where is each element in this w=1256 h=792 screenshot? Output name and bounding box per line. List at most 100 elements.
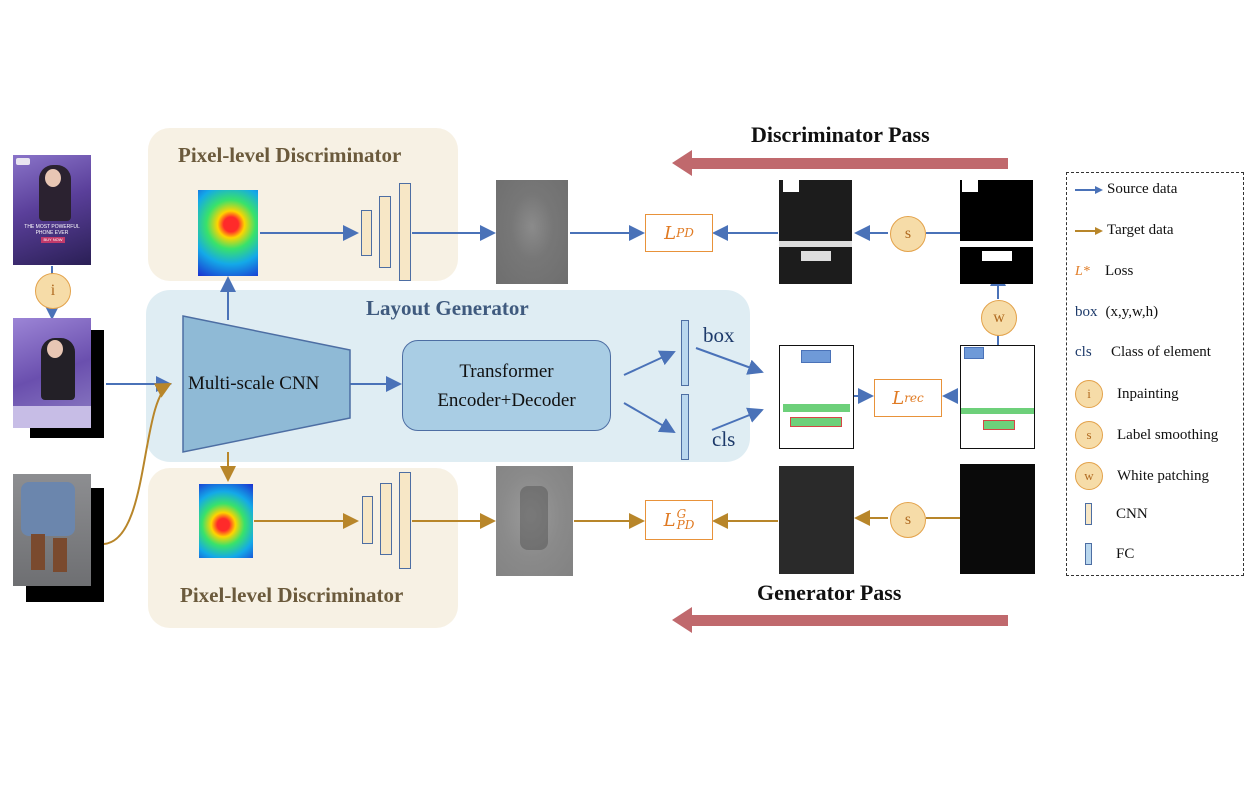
poster-face xyxy=(45,169,61,187)
loss-pd-source-sub: PD xyxy=(676,226,694,240)
legend-label-cnn: CNN xyxy=(1116,505,1148,522)
legend-label-source: Source data xyxy=(1107,181,1178,197)
cnn-bar-bottom-3 xyxy=(399,472,411,569)
target-layout-map-black xyxy=(960,464,1035,574)
map-patch-top xyxy=(783,180,799,192)
disc-map-target xyxy=(496,466,573,576)
legend-label-smoothing: Label smoothing xyxy=(1117,426,1219,443)
map-patch-bottom xyxy=(801,251,831,261)
loss-symbol-icon: L* xyxy=(1075,263,1090,279)
heatmap-source xyxy=(198,190,258,276)
disc-map-target-figure xyxy=(520,486,548,550)
discriminator-pass-title: Discriminator Pass xyxy=(751,122,930,147)
legend-label-cls: Class of element xyxy=(1111,344,1211,360)
map-stripe xyxy=(779,241,852,247)
pixel-discriminator-title-top: Pixel-level Discriminator xyxy=(178,143,402,167)
label-smoothing-circle-top: s xyxy=(890,216,926,252)
legend-item-smoothing: s Label smoothing xyxy=(1075,421,1218,449)
legend-label-loss: Loss xyxy=(1105,263,1134,279)
poster-logo xyxy=(16,158,30,165)
legend-item-white-patching: w White patching xyxy=(1075,462,1209,490)
cnn-bar-top-2 xyxy=(379,196,391,268)
inpainting-circle: i xyxy=(35,273,71,309)
cls-label: cls xyxy=(712,427,736,451)
source-arrow-icon xyxy=(1075,185,1103,194)
legend-label-target: Target data xyxy=(1107,222,1174,238)
legend-item-inpainting: i Inpainting xyxy=(1075,380,1179,408)
legend-item-target: Target data xyxy=(1075,222,1174,239)
target-arrow-icon xyxy=(1075,226,1103,235)
box-label: box xyxy=(703,323,735,347)
legend-item-fc: FC xyxy=(1075,543,1134,565)
inpainted-background-image xyxy=(13,318,91,428)
legend-item-loss: L* Loss xyxy=(1075,263,1133,280)
box-symbol: box xyxy=(1075,304,1098,320)
floor xyxy=(13,406,91,428)
cnn-bar-top-3 xyxy=(399,183,411,281)
inpainting-icon: i xyxy=(1075,380,1103,408)
poster-button: BUY NOW xyxy=(41,237,65,243)
predicted-layout-canvas xyxy=(779,345,854,449)
fc-bar-cls xyxy=(681,394,689,460)
jeans xyxy=(21,482,75,536)
legend-label-fc: FC xyxy=(1116,545,1135,562)
legend-label-box: (x,y,w,h) xyxy=(1105,304,1159,320)
label-smoothing-icon: s xyxy=(1075,421,1103,449)
transformer-block: Transformer Encoder+Decoder xyxy=(402,340,611,431)
loss-rec-symbol: L xyxy=(892,387,905,409)
pred-box-stripe xyxy=(783,404,850,412)
multiscale-cnn-label: Multi-scale CNN xyxy=(188,373,320,394)
boot-right xyxy=(53,538,67,572)
white-patching-icon: w xyxy=(1075,462,1103,490)
target-layout-map-smoothed xyxy=(779,466,854,574)
gt-box-stripe xyxy=(961,408,1034,414)
layout-generator-title: Layout Generator xyxy=(366,296,529,320)
gt-box-logo xyxy=(964,347,984,359)
multiscale-cnn-block xyxy=(182,315,351,453)
generator-pass-title: Generator Pass xyxy=(757,580,902,605)
target-photo-image xyxy=(13,474,91,586)
generator-pass-arrow xyxy=(672,607,1008,633)
loss-rec-sub: rec xyxy=(904,391,924,405)
legend-item-cls: cls Class of element xyxy=(1075,344,1211,361)
map-patch-top xyxy=(962,180,978,192)
cnn-bar-top-1 xyxy=(361,210,372,256)
loss-pd-generator-sup: G xyxy=(676,507,687,521)
legend-label-white-patching: White patching xyxy=(1117,467,1210,484)
heatmap-target xyxy=(199,484,253,558)
boot-left xyxy=(31,534,45,570)
disc-map-source xyxy=(496,180,568,284)
discriminator-pass-arrow xyxy=(672,150,1008,176)
person-face xyxy=(47,340,63,358)
fc-bar-box xyxy=(681,320,689,386)
map-patch-bottom xyxy=(982,251,1012,261)
cnn-bar-bottom-1 xyxy=(362,496,373,544)
source-poster-image: THE MOST POWERFUL PHONE EVER BUY NOW xyxy=(13,155,91,265)
pred-box-button xyxy=(790,417,842,427)
loss-pd-generator-sub: PD xyxy=(676,518,695,532)
pixel-discriminator-title-bottom: Pixel-level Discriminator xyxy=(180,583,404,607)
label-smoothing-circle-bottom: s xyxy=(890,502,926,538)
legend-item-source: Source data xyxy=(1075,181,1177,198)
fc-bar-icon xyxy=(1085,543,1092,565)
legend-item-box: box (x,y,w,h) xyxy=(1075,304,1158,321)
legend-label-inpainting: Inpainting xyxy=(1117,385,1179,402)
white-patching-circle: w xyxy=(981,300,1017,336)
gt-box-button xyxy=(983,420,1015,430)
loss-pd-generator-symbol: L xyxy=(663,509,676,531)
transformer-label-line1: Transformer xyxy=(459,361,554,382)
ground-truth-layout-canvas xyxy=(960,345,1035,449)
loss-pd-source-symbol: L xyxy=(664,222,677,244)
source-layout-map-white xyxy=(960,180,1033,284)
map-stripe xyxy=(960,241,1033,247)
pred-box-logo xyxy=(801,350,831,363)
cnn-bar-icon xyxy=(1085,503,1092,525)
transformer-label-line2: Encoder+Decoder xyxy=(437,390,576,411)
cls-symbol: cls xyxy=(1075,344,1092,360)
poster-caption: THE MOST POWERFUL PHONE EVER xyxy=(24,224,80,236)
cnn-bar-bottom-2 xyxy=(380,483,392,555)
